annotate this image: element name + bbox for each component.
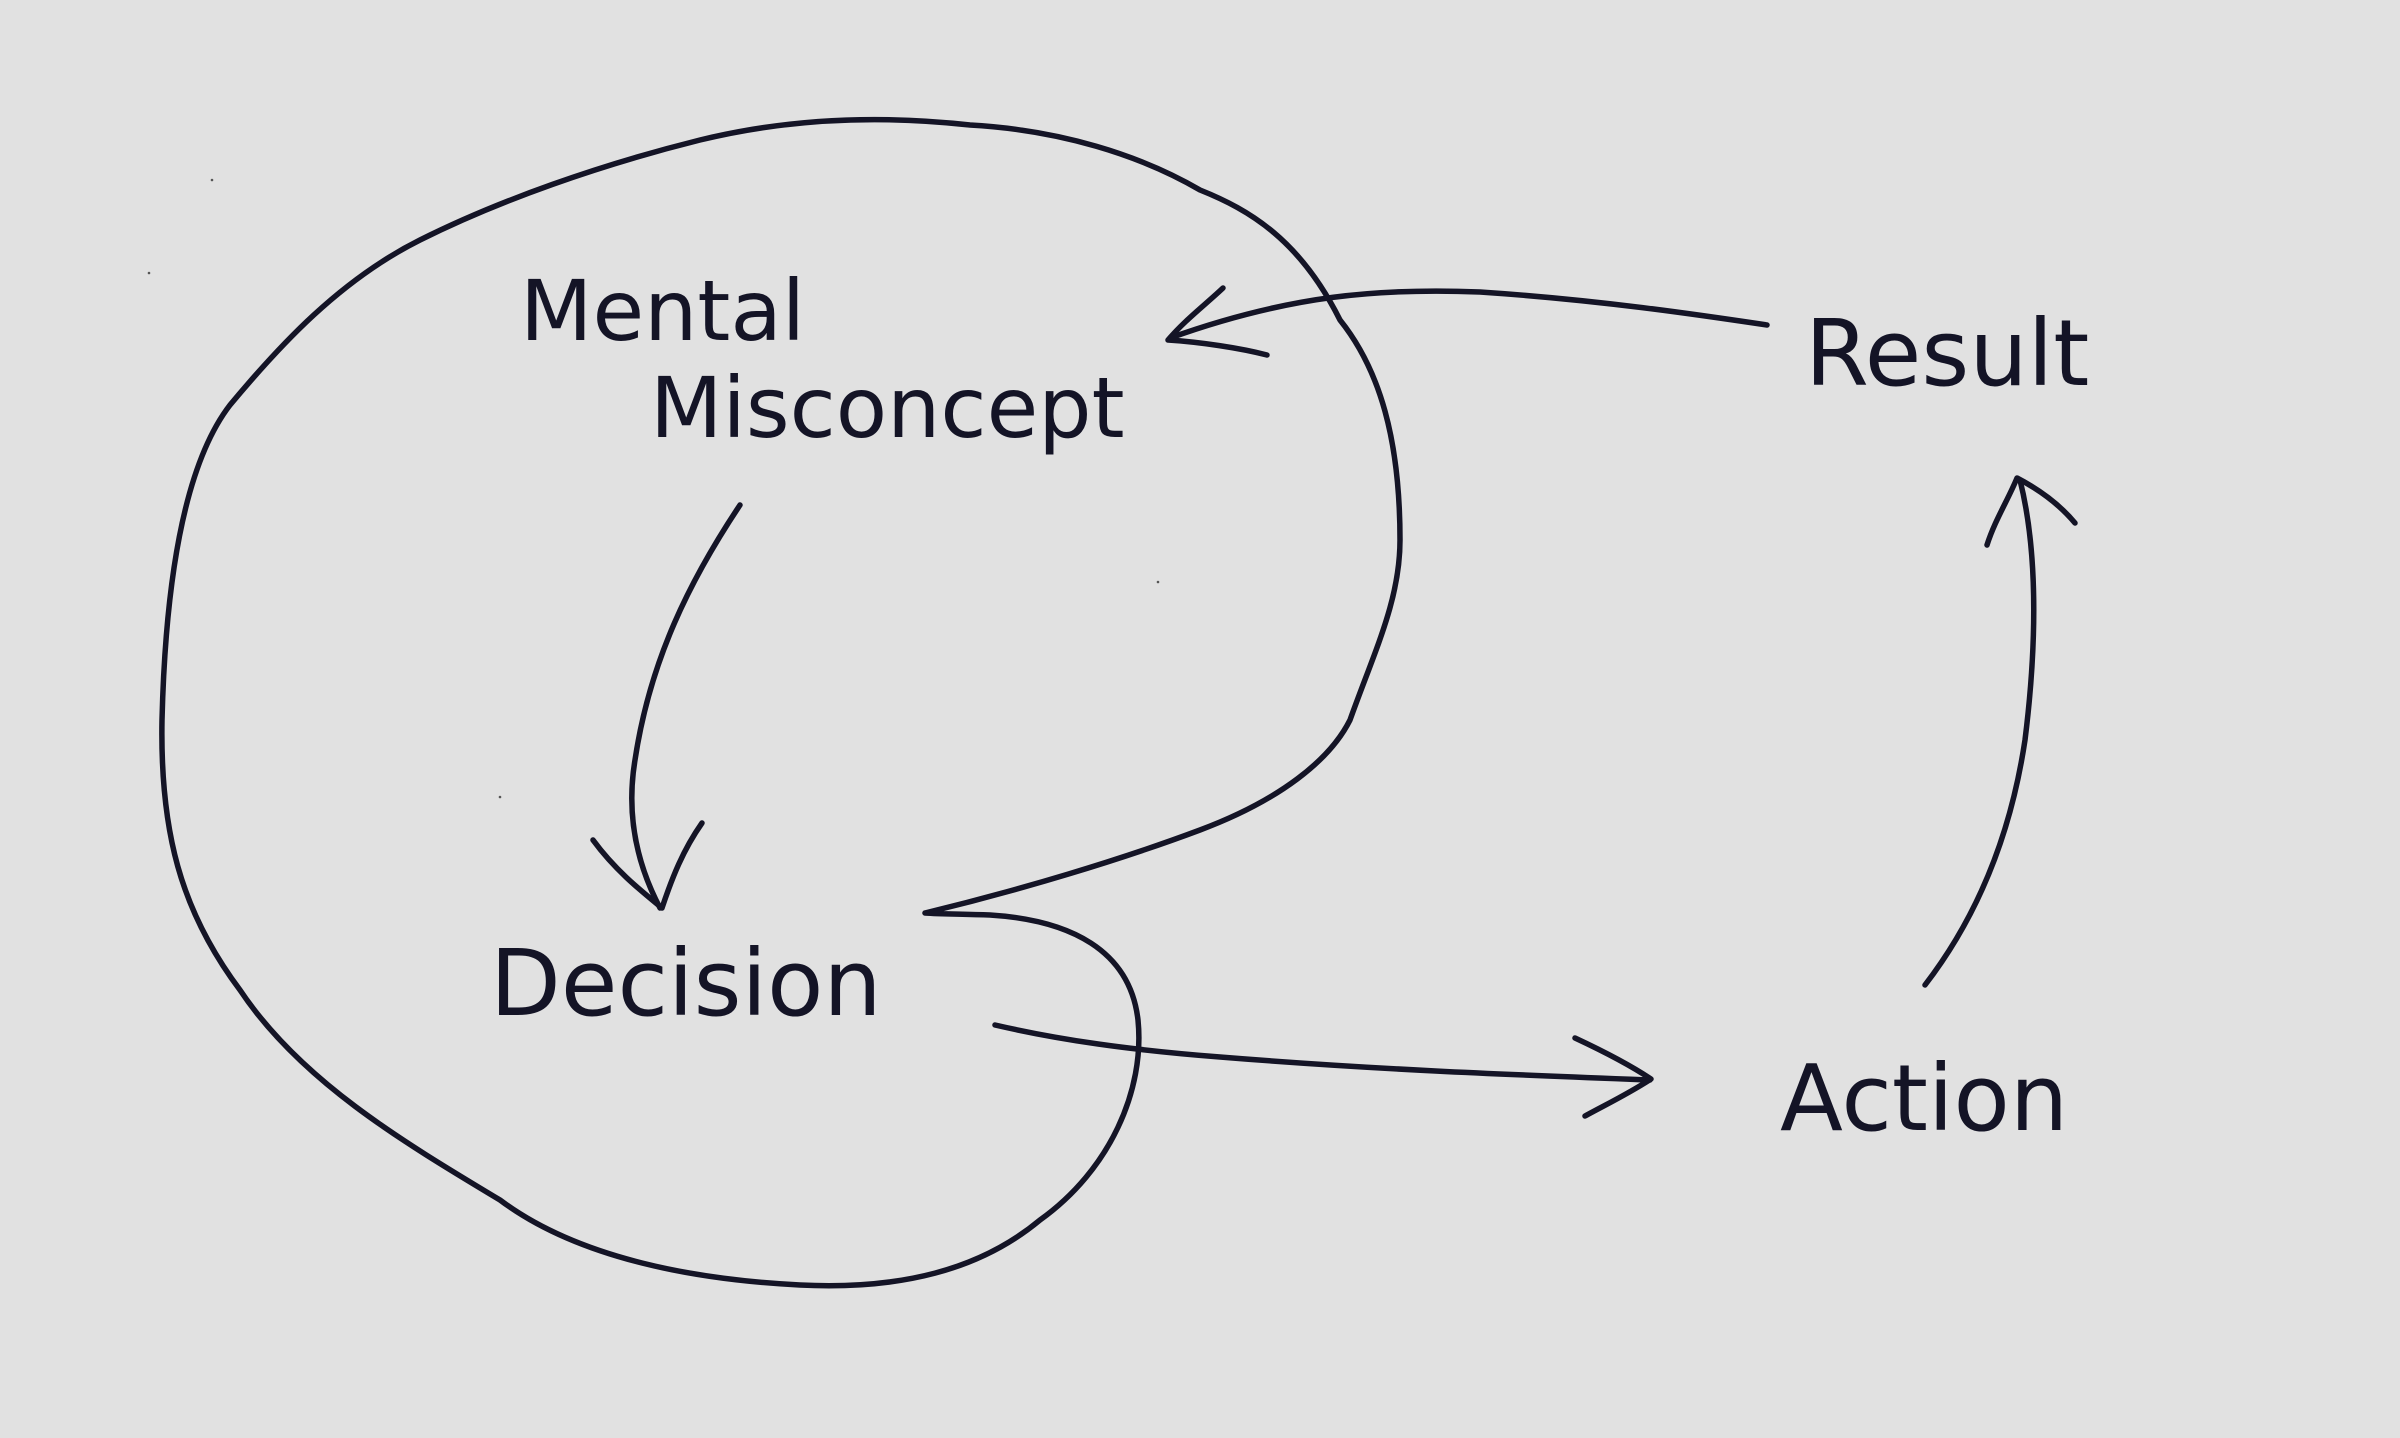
paper-speck	[498, 795, 502, 799]
action-to-result-arrow	[1922, 477, 2037, 988]
decision-to-action-arrow	[992, 1022, 1653, 1083]
decision-to-action-arrowhead	[1572, 1035, 1654, 1119]
misconcept-label: Misconcept	[650, 359, 1125, 457]
paper-speck	[147, 271, 151, 275]
misconcept-to-decision-arrowhead	[590, 820, 705, 911]
action-to-result-arrowhead	[1984, 475, 2078, 548]
action-label: Action	[1780, 1045, 2068, 1152]
mental-label: Mental	[520, 262, 805, 360]
result-label: Result	[1805, 300, 2089, 407]
paper-speck	[1156, 580, 1160, 584]
result-to-misconcept-arrow	[1167, 288, 1770, 341]
misconcept-to-decision-arrow	[629, 502, 743, 911]
paper-speck	[210, 178, 214, 182]
result-to-misconcept-arrowhead	[1165, 285, 1270, 358]
decision-label: Decision	[490, 930, 882, 1037]
enclosing-loop	[159, 116, 1403, 1289]
